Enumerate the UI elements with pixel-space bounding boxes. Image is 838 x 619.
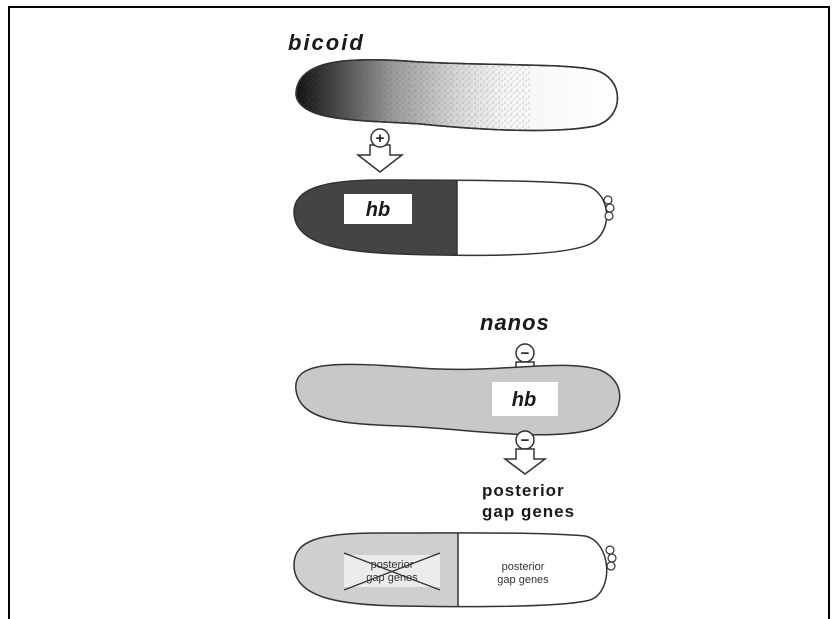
right-label-line1: posterior <box>502 561 545 573</box>
hb-label-mid: hb <box>512 389 536 411</box>
hb-expression-embryo: hb <box>290 175 614 260</box>
repression-arrow-hb: − <box>505 431 545 474</box>
nanos-embryo: hb <box>296 364 620 434</box>
minus-sign-1: − <box>521 345 530 362</box>
activation-arrow: + <box>358 129 402 172</box>
posterior-gap-genes-line1: posterior <box>482 481 565 500</box>
posterior-gap-genes-line2: gap genes <box>482 502 575 521</box>
minus-sign-2: − <box>521 432 530 449</box>
gap-genes-embryo: posterior gap genes posterior gap genes <box>290 528 616 613</box>
pole-cells <box>606 546 616 570</box>
nanos-label: nanos <box>480 310 550 335</box>
pole-cells <box>604 196 614 220</box>
hb-label-top: hb <box>366 199 390 221</box>
bicoid-gradient-embryo <box>290 55 618 135</box>
plus-sign: + <box>376 130 385 147</box>
bicoid-label: bicoid <box>288 30 365 55</box>
right-label-line2: gap genes <box>497 574 549 586</box>
